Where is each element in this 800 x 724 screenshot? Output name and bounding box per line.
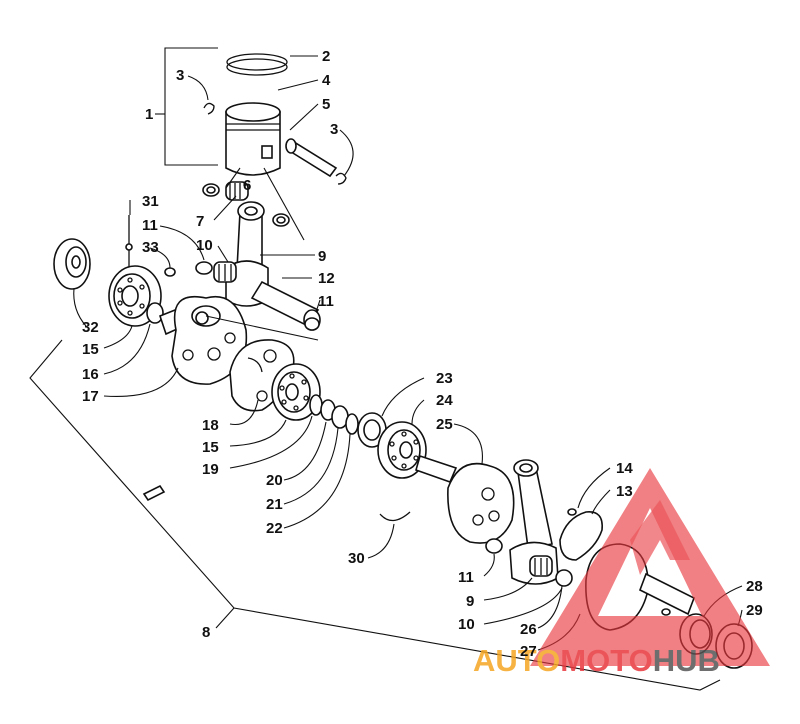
callout-11a: 11 xyxy=(142,217,158,234)
callout-24: 24 xyxy=(436,392,453,409)
watermark-text: AUTOMOTOHUB xyxy=(473,643,720,678)
callout-2: 2 xyxy=(322,48,330,65)
callout-10b: 10 xyxy=(458,616,475,633)
callout-1: 1 xyxy=(145,106,153,123)
piston-group xyxy=(155,47,347,241)
shaft-rings xyxy=(309,394,387,448)
callout-7: 7 xyxy=(196,213,204,230)
watermark-moto: MOTO xyxy=(560,643,652,678)
callout-18: 18 xyxy=(202,417,219,434)
callout-14: 14 xyxy=(616,460,633,477)
callout-30: 30 xyxy=(348,550,365,567)
callout-4: 4 xyxy=(322,72,331,89)
callout-23: 23 xyxy=(436,370,453,387)
left-seal-bearing xyxy=(53,215,176,327)
callout-15a: 15 xyxy=(82,341,99,358)
lower-connecting-rod xyxy=(509,459,573,587)
callout-16: 16 xyxy=(82,366,99,383)
callout-32: 32 xyxy=(82,319,99,336)
callout-11b: 11 xyxy=(318,293,334,310)
center-main-bearing xyxy=(377,421,427,522)
callout-21: 21 xyxy=(266,496,283,513)
callout-9a: 9 xyxy=(318,248,326,265)
axis-lines xyxy=(29,315,721,691)
callout-9b: 9 xyxy=(466,593,474,610)
callout-10a: 10 xyxy=(196,237,213,254)
watermark-auto: AUTO xyxy=(473,643,560,678)
callout-17: 17 xyxy=(82,388,99,405)
callout-5: 5 xyxy=(322,96,330,113)
watermark-hub: HUB xyxy=(653,643,720,678)
callout-11c: 11 xyxy=(458,569,474,586)
callout-33: 33 xyxy=(142,239,159,256)
callout-labels: 1 2 3 4 5 3 6 7 31 11 10 9 33 12 11 32 1… xyxy=(82,48,763,660)
center-crank-flywheel xyxy=(229,339,321,421)
callout-28: 28 xyxy=(746,578,763,595)
callout-8: 8 xyxy=(202,624,210,641)
callout-13: 13 xyxy=(616,483,633,500)
callout-12: 12 xyxy=(318,270,335,287)
callout-15b: 15 xyxy=(202,439,219,456)
watermark-triangle-logo xyxy=(530,468,770,666)
right-crank-half xyxy=(415,454,515,554)
callout-25: 25 xyxy=(436,416,453,433)
callout-27: 27 xyxy=(520,643,537,660)
callout-22: 22 xyxy=(266,520,283,537)
upper-connecting-rod xyxy=(195,201,321,331)
callout-3b: 3 xyxy=(330,121,338,138)
callout-29: 29 xyxy=(746,602,763,619)
callout-26: 26 xyxy=(520,621,537,638)
callout-19: 19 xyxy=(202,461,219,478)
callout-6: 6 xyxy=(243,177,251,194)
automotohub-watermark: AUTOMOTOHUB xyxy=(473,468,770,678)
callout-20: 20 xyxy=(266,472,283,489)
left-crank-flywheel xyxy=(159,296,248,385)
callout-31: 31 xyxy=(142,193,159,210)
callout-3a: 3 xyxy=(176,67,184,84)
